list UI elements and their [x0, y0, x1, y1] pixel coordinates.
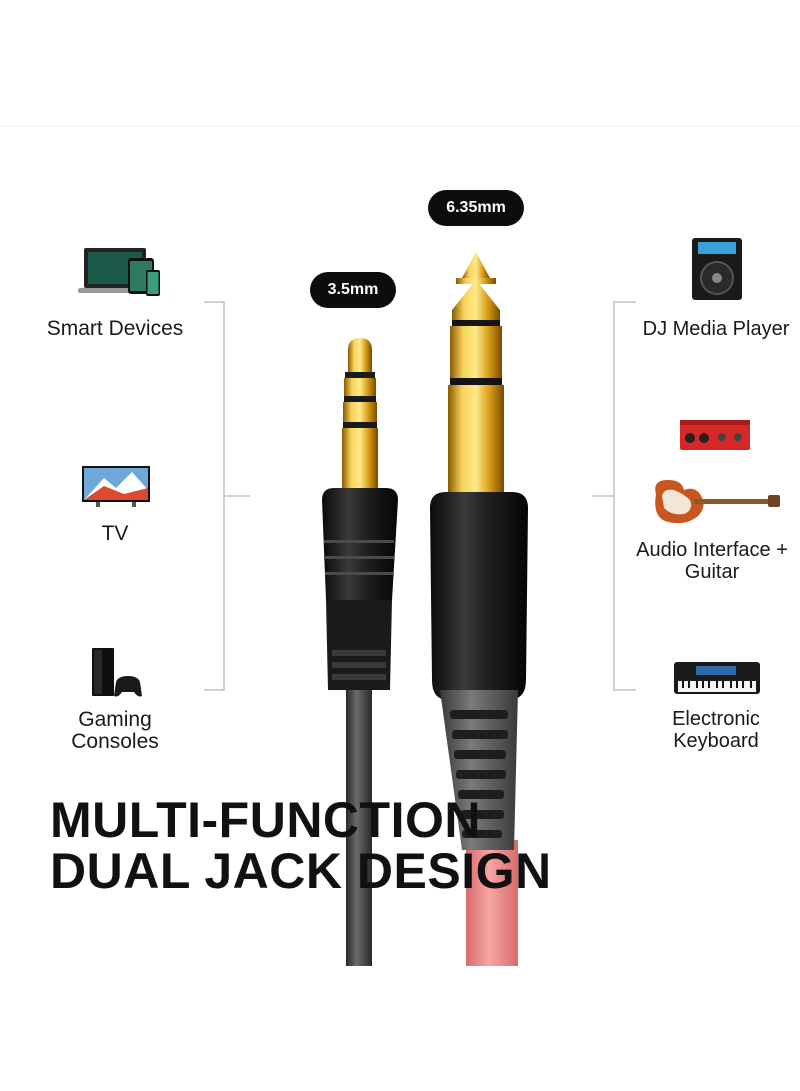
tv-icon [82, 466, 150, 507]
label-smart-devices: Smart Devices [46, 317, 184, 340]
label-dj-media-player: DJ Media Player [642, 318, 790, 340]
audio-interface-icon [680, 420, 750, 450]
grey-cable [346, 690, 372, 966]
jack-label-small: 3.5mm [310, 272, 396, 308]
laptop-tablet-phone-icon [78, 248, 160, 296]
game-console-icon [92, 648, 142, 697]
label-gaming-line1: Gaming [78, 708, 152, 731]
jack-6-35mm [430, 252, 528, 966]
headline-line1: MULTI-FUNCTION [50, 792, 481, 848]
label-audio-line1: Audio Interface + [636, 539, 788, 561]
label-gaming-consoles: Gaming Consoles [30, 709, 200, 753]
dj-player-icon [692, 238, 742, 300]
headline-line2: DUAL JACK DESIGN [50, 843, 552, 899]
label-audio-line2: Guitar [684, 561, 740, 583]
pink-cable [466, 840, 518, 966]
right-bracket [592, 301, 636, 691]
label-audio-interface-guitar: Audio Interface + Guitar [622, 539, 800, 583]
left-bracket [204, 301, 250, 691]
jack-3-5mm [322, 338, 398, 966]
label-gaming-line2: Consoles [71, 730, 159, 753]
label-keyboard-line1: Electronic [672, 708, 760, 730]
guitar-icon [655, 480, 780, 524]
label-electronic-keyboard: Electronic Keyboard [630, 708, 800, 752]
jack-label-large: 6.35mm [428, 190, 524, 226]
headline: MULTI-FUNCTION DUAL JACK DESIGN [50, 795, 552, 897]
label-tv: TV [101, 522, 129, 545]
label-keyboard-line2: Keyboard [673, 730, 759, 752]
keyboard-icon [674, 662, 760, 694]
